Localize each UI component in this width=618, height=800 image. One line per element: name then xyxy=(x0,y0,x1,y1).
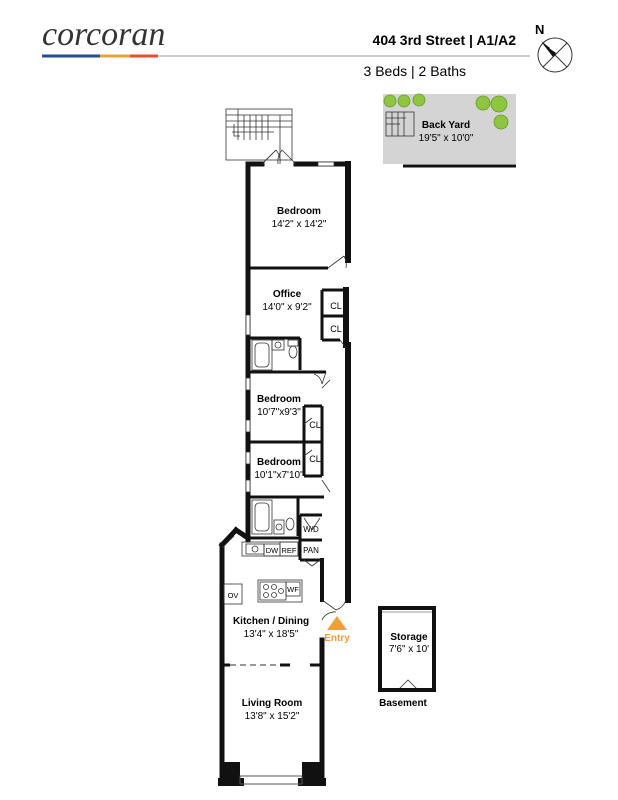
compass-north-label: N xyxy=(535,22,544,37)
closet-label-bedroom-2: CL xyxy=(309,420,321,430)
office-label: Office xyxy=(273,289,302,300)
wine-fridge-box xyxy=(285,581,301,597)
left-windows xyxy=(245,314,251,493)
closet-label-office-1: CL xyxy=(330,301,342,311)
exterior-stairs-icon xyxy=(225,108,293,161)
toilet-icon-2 xyxy=(285,517,295,531)
bedroom-1-dims: 14'2" x 14'2" xyxy=(272,219,327,230)
sink-icon-2 xyxy=(273,519,285,535)
bathroom-1-fixtures xyxy=(251,339,299,371)
refrigerator-label: REF xyxy=(282,546,297,555)
bathtub-icon-2 xyxy=(251,499,273,535)
tree-icons xyxy=(383,93,509,130)
beds-baths: 3 Beds | 2 Baths xyxy=(364,63,466,79)
sink-icon xyxy=(271,339,285,351)
bedroom-3-dims: 10'1"x7'10" xyxy=(254,470,304,481)
oven-label: OV xyxy=(228,591,239,600)
pantry-label: PAN xyxy=(303,546,319,555)
wall-block-right xyxy=(302,762,324,784)
kitchen-label: Kitchen / Dining xyxy=(233,616,309,627)
dishwasher-label: DW xyxy=(266,546,279,555)
office-dims: 14'0" x 9'2" xyxy=(262,302,312,313)
storage-room xyxy=(378,606,436,692)
interior-walls xyxy=(222,266,346,667)
front-window xyxy=(239,775,303,785)
refrigerator-box xyxy=(279,541,299,557)
kitchen-dims: 13'4" x 18'5" xyxy=(244,629,299,640)
wine-fridge-label: WF xyxy=(287,585,299,594)
kitchen-fixtures xyxy=(223,541,303,605)
basement-caption: Basement xyxy=(379,698,427,709)
compass-icon xyxy=(537,37,573,73)
living-room-label: Living Room xyxy=(242,698,303,709)
washer-dryer-label: W/D xyxy=(303,525,319,534)
brand-logo: corcoran xyxy=(42,16,165,53)
storage-dims: 7'6" x 10' xyxy=(389,644,429,655)
closet-label-bedroom-3: CL xyxy=(309,454,321,464)
doors xyxy=(221,149,419,691)
back-stairs-icon xyxy=(385,111,415,137)
bedroom-3-label: Bedroom xyxy=(257,457,301,468)
back-yard: Back Yard 19'5" x 10'0" xyxy=(383,93,516,168)
kitchen-sink-icon xyxy=(245,543,265,555)
back-yard-dims: 19'5" x 10'0" xyxy=(419,133,474,144)
living-room-dims: 13'8" x 15'2" xyxy=(245,711,300,722)
back-yard-label: Back Yard xyxy=(422,120,470,131)
oven-box xyxy=(223,583,243,605)
bedroom-2-label: Bedroom xyxy=(257,394,301,405)
bathtub-icon xyxy=(251,339,273,371)
window-top xyxy=(317,161,335,167)
closet-label-office-2: CL xyxy=(330,324,342,334)
entry-label: Entry xyxy=(324,633,350,644)
bathroom-2-fixtures xyxy=(251,499,295,535)
storage-label: Storage xyxy=(390,632,428,643)
kitchen-island xyxy=(257,579,303,603)
toilet-icon xyxy=(287,339,299,347)
wall-block-left xyxy=(220,762,240,784)
address-title: 404 3rd Street | A1/A2 xyxy=(373,32,517,48)
bedroom-2-dims: 10'7"x9'3" xyxy=(257,407,301,418)
bedroom-1-label: Bedroom xyxy=(277,206,321,217)
entry-arrow-icon xyxy=(327,616,347,630)
